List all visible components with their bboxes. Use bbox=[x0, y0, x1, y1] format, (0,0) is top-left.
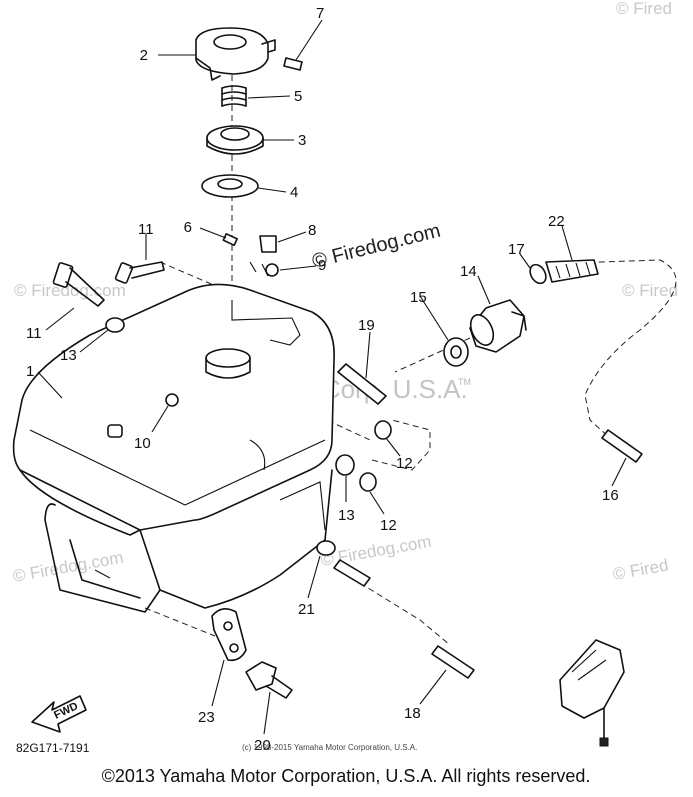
washer-13-upper bbox=[105, 317, 125, 333]
callout-16: 16 bbox=[602, 487, 619, 504]
fuel-cock bbox=[469, 299, 527, 353]
hose-18 bbox=[431, 645, 475, 679]
callout-23: 23 bbox=[198, 709, 215, 726]
callout-17: 17 bbox=[508, 241, 525, 258]
drawing-code: 82G171-7191 bbox=[16, 741, 90, 755]
clip-21 bbox=[316, 540, 336, 556]
watermark-firedog-lower-left: © Firedog.com bbox=[11, 548, 124, 586]
hose-19 bbox=[337, 363, 387, 405]
callout-15: 15 bbox=[410, 289, 427, 306]
callout-14: 14 bbox=[460, 263, 477, 280]
clip-8 bbox=[259, 235, 277, 253]
pin-6 bbox=[222, 233, 238, 247]
leader-lines bbox=[37, 19, 627, 735]
damper-12-lower bbox=[359, 472, 377, 492]
callout-13-upper: 13 bbox=[60, 347, 77, 364]
gasket-ring bbox=[206, 125, 264, 155]
small-copyright: (c) 1998-2015 Yamaha Motor Corporation, … bbox=[242, 743, 417, 752]
spring bbox=[221, 85, 247, 107]
watermark-firedog-lower-right: © Fired bbox=[611, 556, 669, 584]
fuel-tank bbox=[12, 283, 335, 613]
callout-6: 6 bbox=[184, 219, 192, 236]
bolt-11-upper bbox=[114, 261, 165, 284]
callout-5: 5 bbox=[294, 88, 302, 105]
bolt-11-lower bbox=[52, 262, 105, 307]
callout-numbers: 2 7 5 3 4 6 8 9 11 11 13 1 10 19 12 13 1… bbox=[26, 5, 619, 754]
washer-13-lower bbox=[335, 454, 355, 476]
callout-11-upper: 11 bbox=[138, 221, 154, 238]
bolt-20 bbox=[245, 661, 293, 699]
nut-9 bbox=[249, 261, 279, 277]
watermark-firedog-center: © Firedog.com bbox=[310, 220, 443, 273]
damper-12-upper bbox=[374, 420, 392, 440]
washer-4 bbox=[201, 174, 259, 198]
callout-19: 19 bbox=[358, 317, 375, 334]
fwd-arrow: FWD bbox=[31, 695, 87, 733]
washer-15 bbox=[443, 337, 469, 367]
callout-4: 4 bbox=[290, 184, 298, 201]
clip-17 bbox=[529, 263, 547, 285]
fuel-cap bbox=[195, 27, 276, 81]
hose-16 bbox=[601, 429, 643, 463]
callout-12-lower: 12 bbox=[380, 517, 397, 534]
callout-10: 10 bbox=[134, 435, 151, 452]
callout-7: 7 bbox=[316, 5, 324, 22]
callout-9: 9 bbox=[318, 257, 326, 274]
grommet-10 bbox=[165, 393, 179, 407]
joint-22 bbox=[545, 259, 599, 283]
callout-20: 20 bbox=[254, 737, 271, 754]
watermark-firedog-left: © Firedog.com bbox=[14, 281, 126, 300]
hose-short bbox=[333, 559, 371, 587]
callout-13-lower: 13 bbox=[338, 507, 355, 524]
callout-3: 3 bbox=[298, 132, 306, 149]
callout-21: 21 bbox=[298, 601, 315, 618]
watermark-firedog-right: © Fired bbox=[622, 281, 678, 300]
callout-18: 18 bbox=[404, 705, 421, 722]
watermark-firedog-top-right: © Fired bbox=[616, 0, 672, 18]
callout-8: 8 bbox=[308, 222, 316, 239]
callout-2: 2 bbox=[140, 47, 148, 64]
callout-22: 22 bbox=[548, 213, 565, 230]
bracket-23 bbox=[211, 608, 247, 662]
watermark-tm: TM bbox=[458, 377, 471, 387]
callout-12-upper: 12 bbox=[396, 455, 413, 472]
callout-1: 1 bbox=[26, 363, 34, 380]
callout-11-lower: 11 bbox=[26, 325, 42, 342]
copyright-line: ©2013 Yamaha Motor Corporation, U.S.A. A… bbox=[102, 766, 591, 786]
inset-bracket bbox=[559, 639, 625, 747]
pin-7 bbox=[283, 57, 303, 71]
